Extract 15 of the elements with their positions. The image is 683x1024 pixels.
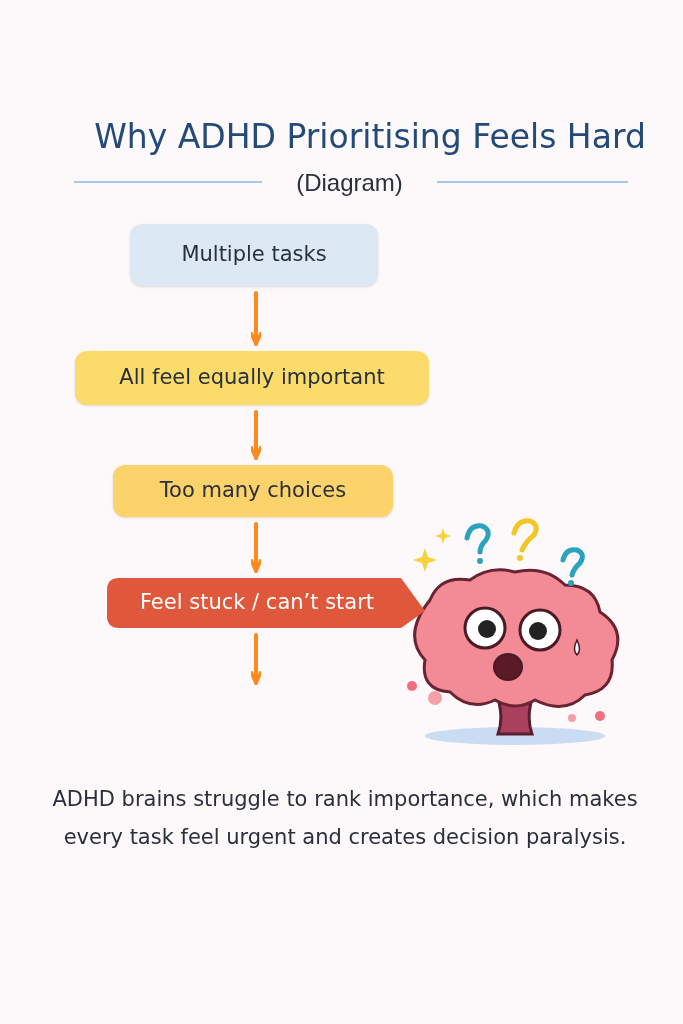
step-text: Multiple tasks	[181, 241, 327, 269]
caption: ADHD brains struggle to rank importance, which makes every task feel urgent and creates decision paralysis.	[51, 786, 639, 851]
step-box	[113, 465, 393, 517]
arrow	[249, 291, 263, 346]
step-text: Feel stuck / can’t start	[139, 589, 376, 617]
arrow	[249, 633, 263, 685]
title: Why ADHD Prioritising Feels Hard	[93, 116, 647, 158]
tag-box	[107, 578, 425, 628]
subtitle: (Diagram)	[295, 168, 404, 198]
step-box	[130, 224, 378, 286]
arrow	[249, 410, 263, 460]
step-text: Too many choices	[159, 477, 347, 505]
step-box	[75, 351, 429, 405]
step-text: All feel equally important	[119, 364, 385, 392]
arrow	[249, 522, 263, 573]
